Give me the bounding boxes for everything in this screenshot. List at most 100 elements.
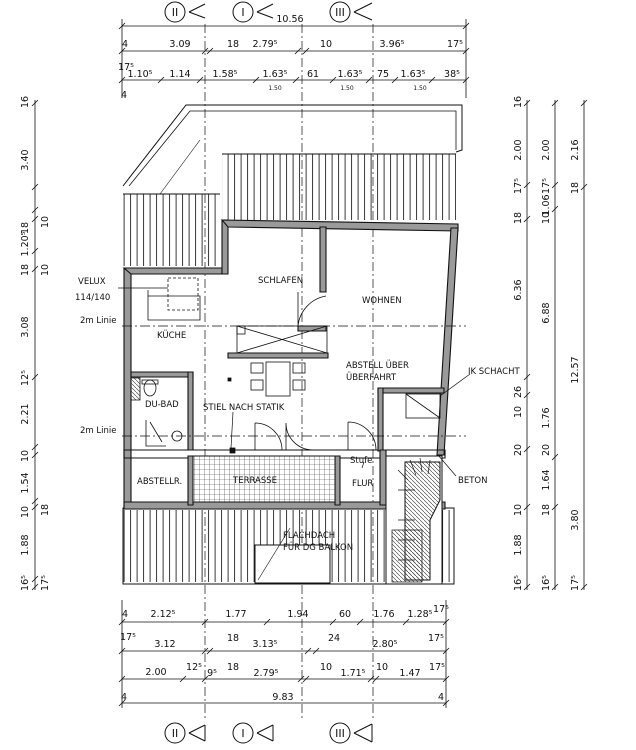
axis-center-lines xyxy=(204,24,374,720)
svg-text:III: III xyxy=(335,727,345,740)
leader-lines xyxy=(118,287,471,477)
dimension-chains-right xyxy=(523,99,588,591)
svg-text:10: 10 xyxy=(541,212,552,224)
svg-text:3.96⁵: 3.96⁵ xyxy=(380,39,405,50)
svg-text:6.88: 6.88 xyxy=(541,302,552,323)
svg-text:10.56: 10.56 xyxy=(276,14,303,25)
svg-text:18: 18 xyxy=(227,662,239,673)
room-label-stufe: Stufe xyxy=(350,456,372,466)
svg-text:10: 10 xyxy=(320,39,332,50)
svg-text:2.79⁵: 2.79⁵ xyxy=(254,668,279,679)
room-label-schlafen: SCHLAFEN xyxy=(258,276,303,286)
svg-text:I: I xyxy=(241,6,244,19)
axis-marker-i-bottom: I xyxy=(232,722,274,744)
velux-label: VELUX xyxy=(78,277,106,287)
terrace-tiles xyxy=(192,455,336,503)
flachdach-label-line1: FLACHDACH xyxy=(283,531,335,541)
svg-text:60: 60 xyxy=(339,609,351,620)
svg-text:18: 18 xyxy=(40,504,51,516)
svg-text:6.36: 6.36 xyxy=(513,279,524,300)
svg-text:17⁵: 17⁵ xyxy=(428,633,444,644)
svg-text:3.13⁵: 3.13⁵ xyxy=(253,639,278,650)
svg-text:17⁵: 17⁵ xyxy=(40,575,51,591)
svg-text:1.10⁵: 1.10⁵ xyxy=(128,69,153,80)
svg-text:18: 18 xyxy=(570,182,581,194)
two-meter-line-label-top: 2m Linie xyxy=(80,316,116,326)
svg-text:12⁵: 12⁵ xyxy=(186,662,202,673)
svg-text:20: 20 xyxy=(513,444,524,456)
svg-text:20: 20 xyxy=(541,444,552,456)
svg-text:1.06: 1.06 xyxy=(541,194,552,215)
axis-marker-iii-top: III xyxy=(329,1,373,23)
svg-text:10: 10 xyxy=(320,662,332,673)
svg-text:61: 61 xyxy=(307,69,319,80)
svg-text:1.76: 1.76 xyxy=(541,407,552,428)
svg-text:3.08: 3.08 xyxy=(20,316,31,337)
svg-text:3.12: 3.12 xyxy=(154,639,175,650)
svg-text:17⁵: 17⁵ xyxy=(120,632,136,643)
abstell-label-line1: ABSTELL ÜBER xyxy=(346,360,409,371)
svg-text:16⁵: 16⁵ xyxy=(541,575,552,591)
axis-marker-ii-bottom: II xyxy=(164,722,206,744)
dimension-labels-top: 10.56 4 3.09 18 2.79⁵ 10 3.96⁵ 17⁵ 17⁵ 1… xyxy=(118,14,463,101)
svg-text:2.21: 2.21 xyxy=(20,403,31,424)
svg-text:II: II xyxy=(172,727,179,740)
svg-text:10: 10 xyxy=(40,216,51,228)
svg-text:17⁵: 17⁵ xyxy=(447,39,463,50)
dimension-labels-bottom: 4 2.12⁵ 1.77 1.94 60 1.76 1.28⁵ 17⁵ 17⁵ … xyxy=(120,604,449,703)
svg-text:17⁵: 17⁵ xyxy=(570,575,581,591)
svg-text:38⁵: 38⁵ xyxy=(444,69,460,80)
svg-text:III: III xyxy=(335,6,345,19)
svg-text:18: 18 xyxy=(541,504,552,516)
room-label-wohnen: WOHNEN xyxy=(362,296,402,306)
svg-text:18: 18 xyxy=(227,633,239,644)
svg-text:75: 75 xyxy=(377,69,389,80)
dimension-labels-left: 16 3.40 18 10 1.20⁵ 18 10 3.08 12⁵ 2.21 … xyxy=(20,96,51,591)
svg-text:1.50: 1.50 xyxy=(413,85,427,92)
svg-text:4: 4 xyxy=(122,609,128,620)
roof-top xyxy=(122,104,463,266)
svg-text:II: II xyxy=(172,6,179,19)
svg-text:1.77: 1.77 xyxy=(225,609,246,620)
axis-markers-bottom: II I III xyxy=(164,722,373,744)
annotation-labels: VELUX 114/140 2m Linie 2m Linie ABSTELL … xyxy=(75,277,520,553)
room-label-terrasse: TERRASSE xyxy=(232,476,277,486)
axis-marker-ii-top: II xyxy=(164,1,206,23)
svg-text:10: 10 xyxy=(513,504,524,516)
svg-text:2.80⁵: 2.80⁵ xyxy=(373,639,398,650)
svg-text:17⁵: 17⁵ xyxy=(541,178,552,194)
svg-text:18: 18 xyxy=(20,222,31,234)
svg-text:4: 4 xyxy=(121,692,127,703)
svg-text:16: 16 xyxy=(513,96,524,108)
svg-text:1.88: 1.88 xyxy=(513,534,524,555)
svg-text:4: 4 xyxy=(121,90,127,101)
svg-text:1.58⁵: 1.58⁵ xyxy=(213,69,238,80)
room-label-dubad: DU-BAD xyxy=(145,400,179,410)
svg-text:3.40: 3.40 xyxy=(20,149,31,170)
svg-text:1.14: 1.14 xyxy=(169,69,190,80)
svg-text:9⁵: 9⁵ xyxy=(207,668,217,679)
svg-text:10: 10 xyxy=(376,662,388,673)
room-label-kuche: KÜCHE xyxy=(157,330,186,341)
axis-markers-top: II I III xyxy=(164,1,373,23)
svg-text:2.79⁵: 2.79⁵ xyxy=(253,39,278,50)
dimension-chains-bottom xyxy=(118,600,450,708)
svg-text:17⁵: 17⁵ xyxy=(513,178,524,194)
flachdach-label-line2: FÜR DG BALKON xyxy=(283,542,353,553)
svg-text:1.63⁵: 1.63⁵ xyxy=(401,69,426,80)
svg-text:17⁵: 17⁵ xyxy=(118,62,134,73)
abstell-label-line2: ÜBERFAHRT xyxy=(346,372,397,383)
dimension-chains-left xyxy=(31,99,39,591)
svg-text:1.94: 1.94 xyxy=(287,609,308,620)
axis-marker-i-top: I xyxy=(232,1,274,23)
dining-table xyxy=(265,361,291,397)
svg-text:1.63⁵: 1.63⁵ xyxy=(263,69,288,80)
svg-text:1.50: 1.50 xyxy=(340,85,354,92)
svg-text:12⁵: 12⁵ xyxy=(20,370,31,386)
svg-text:4: 4 xyxy=(122,39,128,50)
room-label-abstellr: ABSTELLR. xyxy=(137,477,182,487)
svg-text:1.47: 1.47 xyxy=(399,668,420,679)
svg-text:10: 10 xyxy=(20,450,31,462)
svg-text:17⁵: 17⁵ xyxy=(433,604,449,615)
